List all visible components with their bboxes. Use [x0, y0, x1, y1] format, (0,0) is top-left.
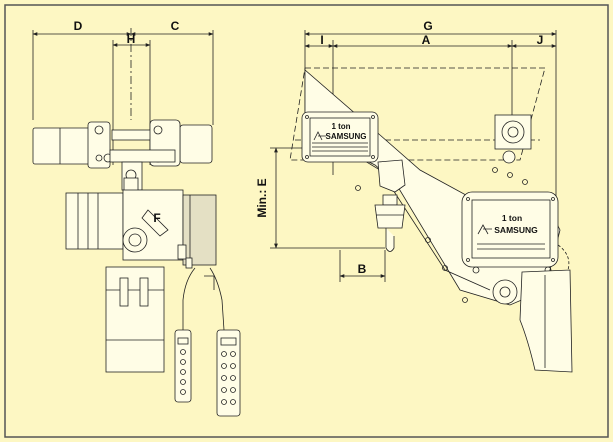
dim-D-label: D	[74, 19, 83, 33]
dim-F-label: F	[153, 211, 160, 225]
samsung-logo-icon	[313, 131, 326, 141]
pendant-right	[216, 329, 241, 417]
side-view	[270, 30, 573, 373]
dim-I-label: I	[320, 33, 323, 47]
dim-H-label: H	[127, 32, 136, 46]
dim-C-label: C	[171, 19, 180, 33]
pendant-left	[174, 329, 192, 403]
dim-J-label: J	[537, 33, 544, 47]
nameplate-upper-capacity: 1 ton	[331, 122, 350, 131]
hoist-body-front	[65, 189, 217, 269]
nameplate-lower-capacity: 1 ton	[502, 213, 522, 223]
dim-A-label: A	[422, 33, 431, 47]
nameplate-upper-brand: SAMSUNG	[326, 132, 367, 141]
hook-assembly	[374, 159, 406, 252]
drawing-frame	[4, 4, 609, 438]
chain-bucket	[105, 266, 165, 373]
dim-B-label: B	[358, 262, 367, 276]
dim-G-label: G	[423, 19, 432, 33]
nameplate-lower-brand: SAMSUNG	[494, 225, 538, 235]
front-view	[32, 28, 241, 417]
dim-E-label: Min.: E	[255, 178, 269, 217]
samsung-logo-icon	[477, 224, 492, 235]
travel-motor-left	[32, 121, 113, 169]
